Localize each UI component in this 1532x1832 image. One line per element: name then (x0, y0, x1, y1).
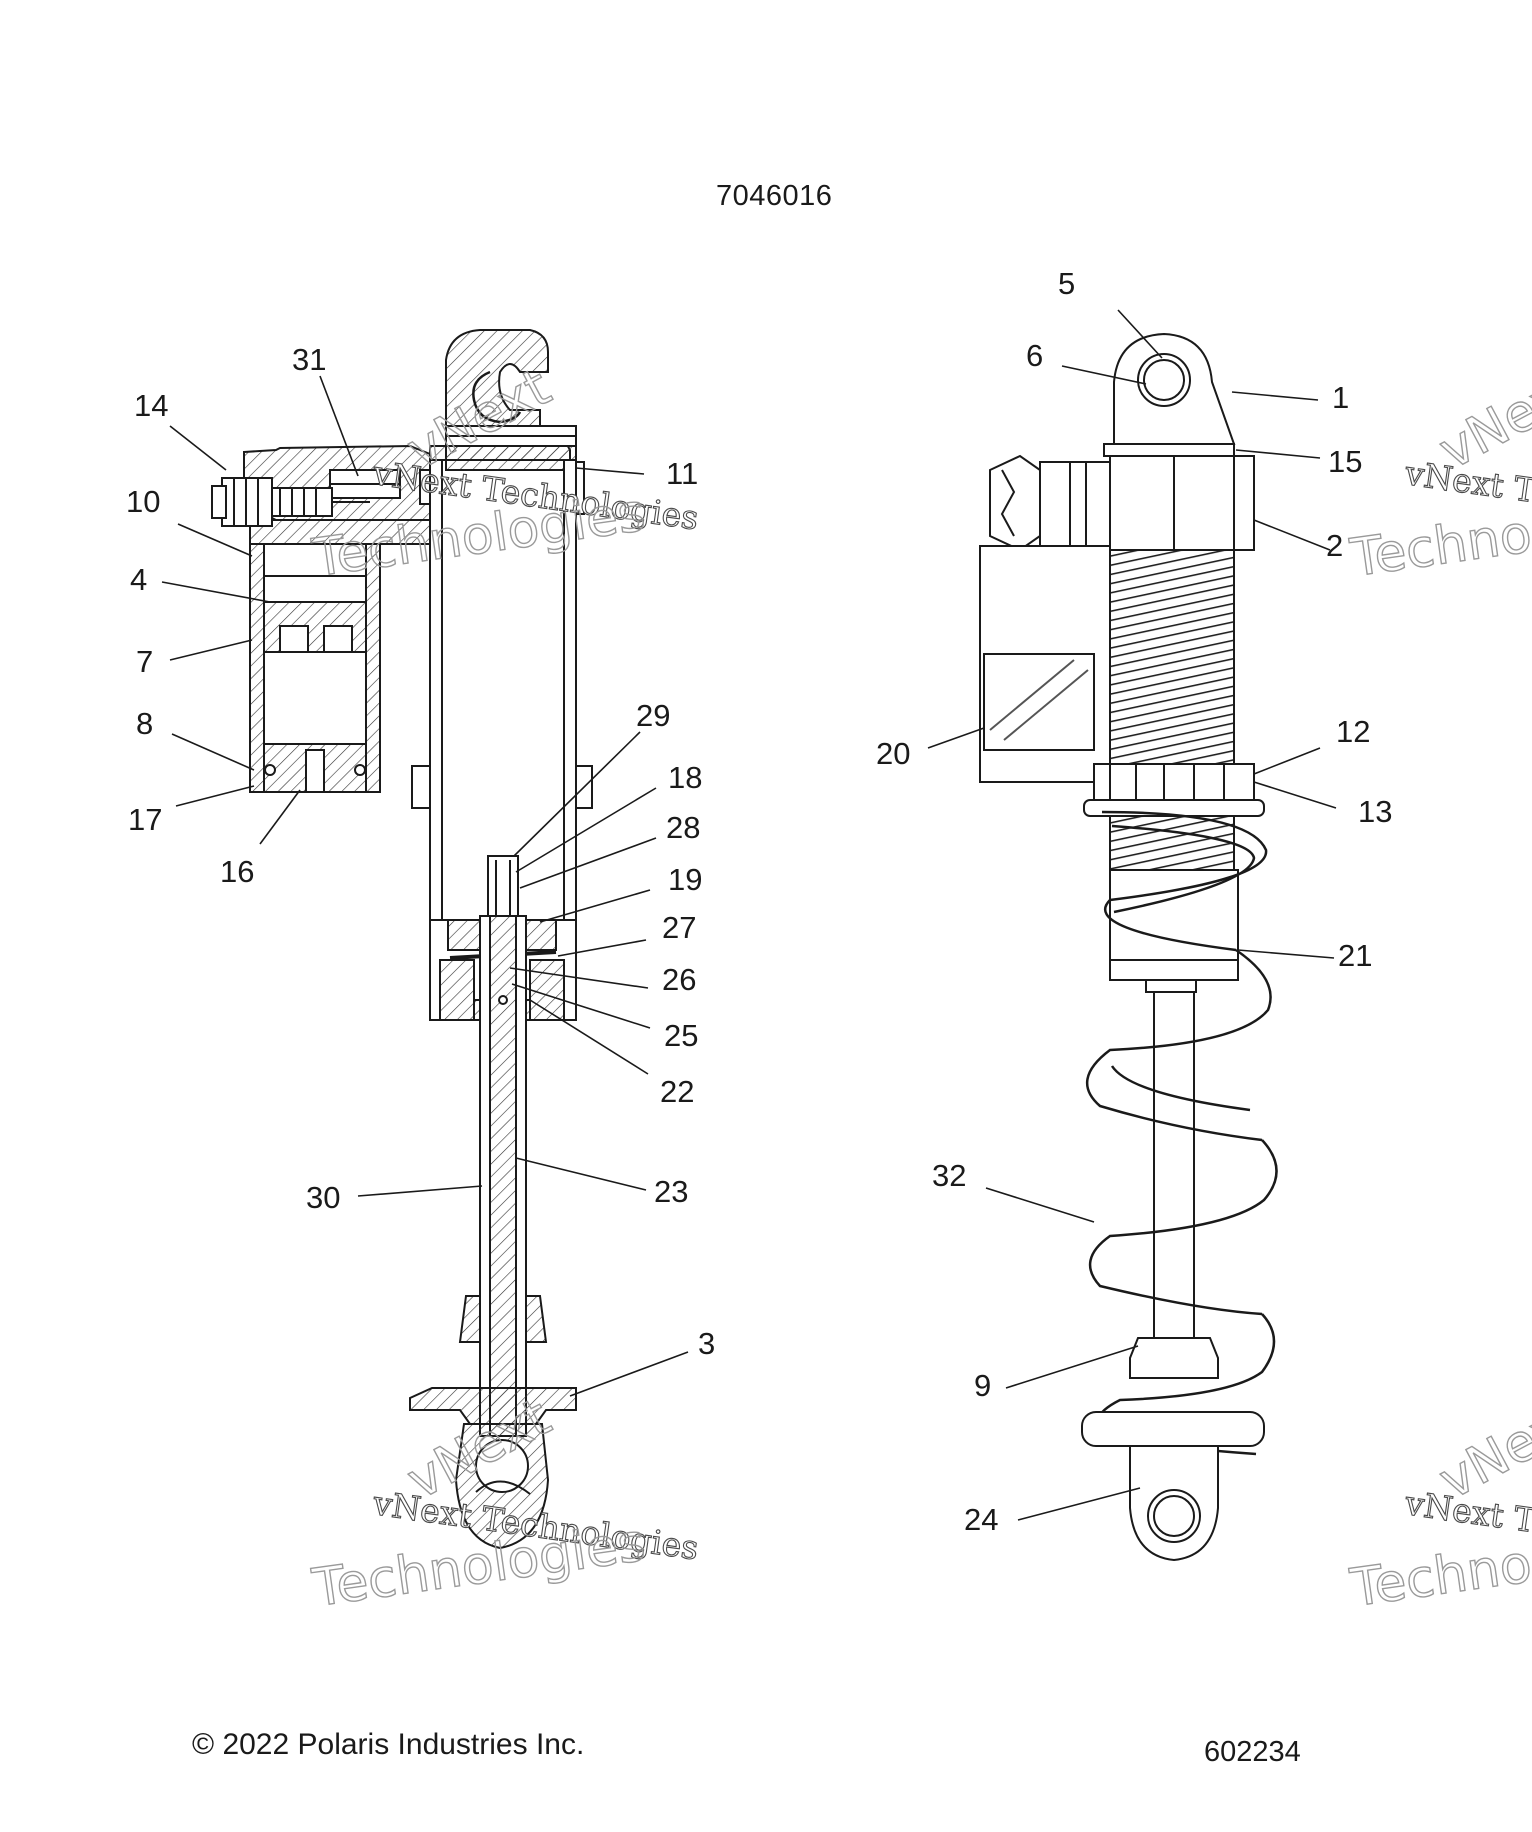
callout-9: 9 (974, 1368, 991, 1403)
drawing-number: 602234 (1204, 1736, 1301, 1768)
piston-shaft (458, 915, 548, 1437)
callout-29: 29 (636, 698, 670, 733)
callout-2: 2 (1326, 528, 1343, 563)
top-eye (1103, 332, 1236, 457)
callout-17: 17 (128, 802, 162, 837)
callout-32: 32 (932, 1158, 966, 1193)
callout-31: 31 (292, 342, 326, 377)
callout-18: 18 (668, 760, 702, 795)
callout-5: 5 (1058, 266, 1075, 301)
callout-16: 16 (220, 854, 254, 889)
callout-22: 22 (660, 1074, 694, 1109)
callout-6: 6 (1026, 338, 1043, 373)
callout-27: 27 (662, 910, 696, 945)
callout-20: 20 (876, 736, 910, 771)
callout-1: 1 (1332, 380, 1349, 415)
callout-15: 15 (1328, 444, 1362, 479)
callout-3: 3 (698, 1326, 715, 1361)
callout-13: 13 (1358, 794, 1392, 829)
callout-19: 19 (668, 862, 702, 897)
adjuster-valve (211, 477, 370, 527)
callout-10: 10 (126, 484, 160, 519)
callout-28: 28 (666, 810, 700, 845)
bottom-eye (1129, 1445, 1219, 1562)
reservoir-canister (979, 545, 1111, 783)
leader-lines (161, 309, 1337, 1521)
callout-30: 30 (306, 1180, 340, 1215)
assembled-shock (979, 332, 1278, 1562)
callout-8: 8 (136, 706, 153, 741)
callout-23: 23 (654, 1174, 688, 1209)
lower-spring-seat (1081, 1411, 1265, 1447)
body-cap (1109, 455, 1255, 551)
part-number: 7046016 (716, 180, 833, 212)
shaft (1153, 991, 1195, 1343)
cross-section-shock (211, 329, 593, 1550)
adjuster-knob (989, 454, 1111, 552)
callout-4: 4 (130, 562, 147, 597)
lower-body (1109, 869, 1239, 993)
callout-25: 25 (664, 1018, 698, 1053)
callout-labels: 1 2 3 4 5 6 7 8 9 10 11 12 13 14 15 16 1… (126, 266, 1392, 1537)
callout-11: 11 (666, 456, 698, 491)
reservoir-body (249, 543, 381, 793)
preload-collar (1083, 763, 1265, 817)
coil-spring (1085, 810, 1278, 1456)
callout-14: 14 (134, 388, 168, 423)
bump-stop (1129, 1337, 1219, 1379)
callout-24: 24 (964, 1502, 998, 1537)
callout-21: 21 (1338, 938, 1372, 973)
bottom-eye (454, 1423, 550, 1550)
callout-7: 7 (136, 644, 153, 679)
copyright-notice: © 2022 Polaris Industries Inc. (192, 1728, 585, 1761)
callout-26: 26 (662, 962, 696, 997)
top-eye-clevis (445, 329, 577, 471)
callout-12: 12 (1336, 714, 1370, 749)
